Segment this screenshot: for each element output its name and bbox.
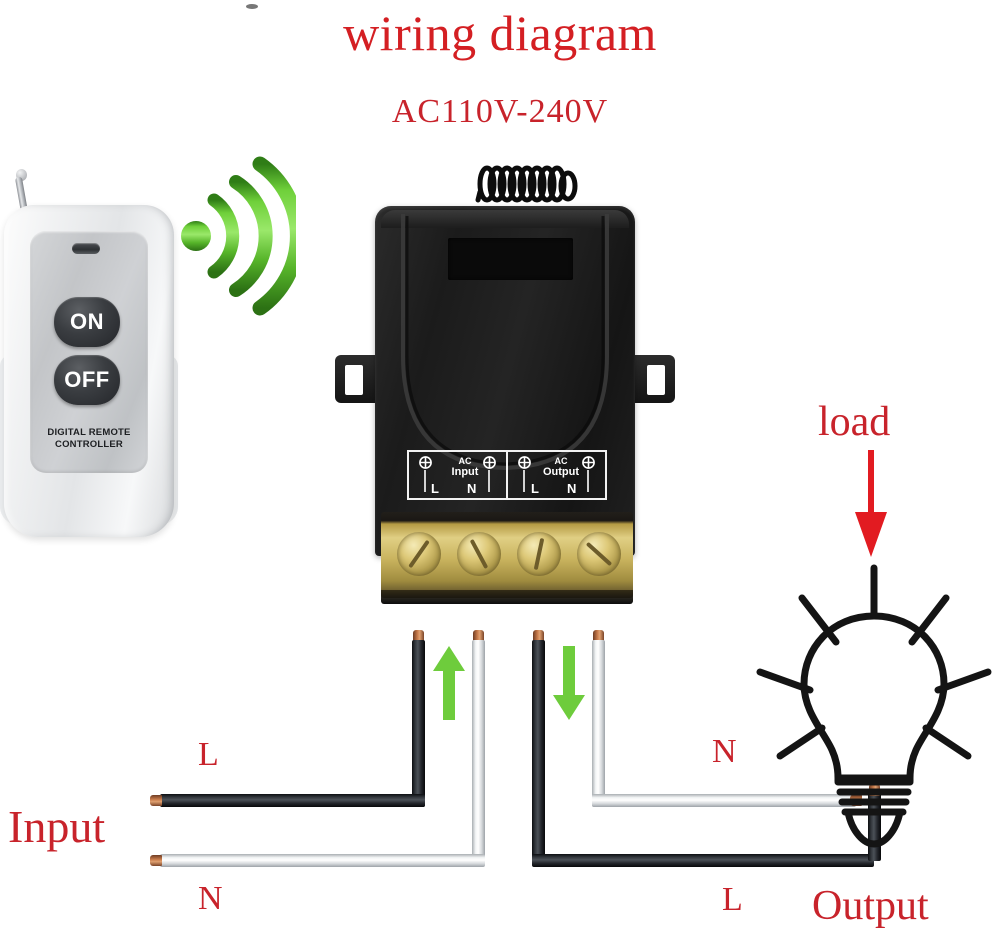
remote-brand-line-1: DIGITAL REMOTE <box>47 427 131 438</box>
legend-output-n: N <box>567 481 577 496</box>
input-live-label: L <box>198 736 219 773</box>
signal-arc-2 <box>229 175 273 297</box>
terminal-screw-symbol-input-l <box>419 456 432 469</box>
mounting-slot-left <box>345 365 363 395</box>
bulb-ray-upper-left <box>798 594 840 646</box>
remote-control: ON OFF DIGITAL REMOTE CONTROLLER <box>0 169 180 545</box>
terminal-screw-symbol-input-n <box>483 456 496 469</box>
ac-output-line-2: Output <box>542 466 580 478</box>
output-neutral-wire-vertical <box>592 640 605 807</box>
input-live-wire-horizontal <box>160 794 425 807</box>
terminal-screw-3[interactable] <box>517 532 561 576</box>
remote-on-button[interactable]: ON <box>54 297 120 347</box>
input-neutral-label: N <box>198 880 223 917</box>
remote-led-indicator <box>72 243 100 254</box>
signal-arc-1 <box>207 193 240 279</box>
coil-antenna-icon <box>475 165 578 203</box>
bulb-glass <box>800 612 948 782</box>
voltage-subtitle: AC110V-240V <box>391 93 609 130</box>
wifi-waves-icon <box>181 156 296 316</box>
remote-brand-text: DIGITAL REMOTE CONTROLLER <box>30 427 148 451</box>
output-live-wire-horizontal <box>532 854 874 867</box>
output-neutral-wire-tip <box>593 630 604 642</box>
legend-divider <box>506 452 508 498</box>
bulb-ray-lower-right <box>922 724 972 760</box>
load-label: load <box>818 399 891 445</box>
input-neutral-wire-vertical <box>472 640 485 860</box>
bulb-ray-lower-left <box>776 724 826 760</box>
output-live-wire-tip <box>533 630 544 642</box>
ac-input-title: AC Input <box>439 456 491 478</box>
terminal-block-base <box>381 590 633 604</box>
housing-groove <box>401 214 609 471</box>
legend-output-l: L <box>531 481 539 496</box>
legend-input-n: N <box>467 481 477 496</box>
output-neutral-wire-horizontal <box>592 794 856 807</box>
remote-off-button[interactable]: OFF <box>54 355 120 405</box>
terminal-screw-1[interactable] <box>397 532 441 576</box>
output-neutral-label: N <box>712 733 737 770</box>
input-neutral-wire-horizontal <box>160 854 485 867</box>
receiver-module: AC Input AC Output L N L N <box>335 160 675 640</box>
legend-input-l: L <box>431 481 439 496</box>
signal-dot <box>181 221 211 251</box>
terminal-screw-2[interactable] <box>457 532 501 576</box>
image-speck <box>246 4 258 9</box>
input-neutral-wire-tip <box>473 630 484 642</box>
input-neutral-wire-end-tip <box>150 855 162 866</box>
output-live-label: L <box>722 881 743 918</box>
receiver-label-window <box>448 238 573 280</box>
ac-input-line-1: AC <box>458 456 472 466</box>
output-live-wire-vertical <box>532 640 545 860</box>
terminal-screw-4[interactable] <box>577 532 621 576</box>
output-flow-down-arrow <box>553 646 585 720</box>
input-live-wire-vertical <box>412 640 425 807</box>
signal-arc-3 <box>252 156 296 316</box>
page-title: wiring diagram <box>343 5 657 61</box>
remote-brand-line-2: CONTROLLER <box>55 439 123 450</box>
input-live-wire-end-tip <box>150 795 162 806</box>
input-label: Input <box>8 801 106 852</box>
input-live-wire-tip <box>413 630 424 642</box>
load-down-arrow-icon <box>855 450 887 557</box>
ac-input-line-2: Input <box>451 466 479 478</box>
terminal-screw-symbol-output-n <box>582 456 595 469</box>
output-label: Output <box>812 883 929 929</box>
terminal-legend-plate <box>407 450 607 500</box>
bulb-base-tip <box>844 808 904 848</box>
remote-face-panel <box>30 231 148 473</box>
bulb-ray-upper-right <box>908 594 950 646</box>
ac-output-title: AC Output <box>531 456 591 478</box>
ac-output-line-1: AC <box>554 456 568 466</box>
mounting-slot-right <box>647 365 665 395</box>
light-bulb-icon <box>756 564 992 848</box>
remote-antenna-tip <box>16 169 27 181</box>
input-flow-up-arrow <box>433 646 465 720</box>
terminal-screw-symbol-output-l <box>518 456 531 469</box>
legend-lead-lines <box>424 470 589 492</box>
receiver-housing-top-edge <box>381 210 629 228</box>
